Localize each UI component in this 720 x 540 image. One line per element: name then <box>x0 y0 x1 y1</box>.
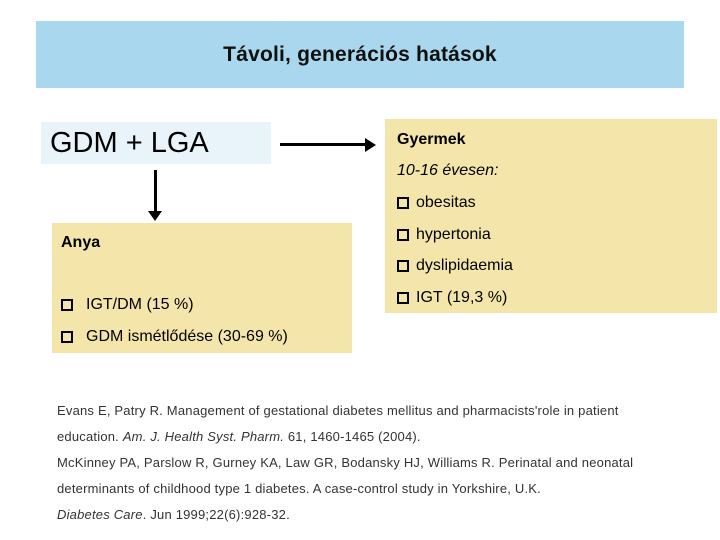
reference-line: determinants of childhood type 1 diabete… <box>57 481 541 496</box>
reference-line: Evans E, Patry R. Management of gestatio… <box>57 403 619 418</box>
checkbox-icon <box>61 299 73 311</box>
checkbox-icon <box>397 292 409 304</box>
reference-line: McKinney PA, Parslow R, Gurney KA, Law G… <box>57 455 634 470</box>
list-item-label: dyslipidaemia <box>416 257 513 274</box>
checkbox-icon <box>397 197 409 209</box>
references: Evans E, Patry R. Management of gestatio… <box>57 398 697 528</box>
title-bar: Távoli, generációs hatások <box>36 21 684 88</box>
checkbox-icon <box>61 331 73 343</box>
arrow-right-icon <box>280 143 366 146</box>
arrow-down-icon <box>148 211 162 221</box>
list-item: IGT/DM (15 %) <box>61 296 194 314</box>
list-item: GDM ismétlődése (30-69 %) <box>61 328 288 346</box>
list-item-label: GDM ismétlődése (30-69 %) <box>86 328 288 345</box>
reference-line: Diabetes Care. Jun 1999;22(6):928-32. <box>57 507 290 522</box>
list-item-label: IGT/DM (15 %) <box>86 296 194 313</box>
child-panel: Gyermek 10-16 évesen: obesitas hypertoni… <box>385 119 717 313</box>
arrow-down-icon <box>154 170 157 212</box>
list-item-label: hypertonia <box>416 226 491 243</box>
reference-line: education. Am. J. Health Syst. Pharm. 61… <box>57 429 421 444</box>
checkbox-icon <box>397 260 409 272</box>
child-panel-heading: Gyermek <box>397 131 466 148</box>
list-item-label: IGT (19,3 %) <box>416 289 508 306</box>
list-item: obesitas <box>397 194 476 212</box>
list-item: dyslipidaemia <box>397 257 513 275</box>
child-panel-subheading: 10-16 évesen: <box>397 162 499 179</box>
page-title: Távoli, generációs hatások <box>223 42 497 66</box>
list-item: hypertonia <box>397 226 491 244</box>
mother-panel: Anya IGT/DM (15 %) GDM ismétlődése (30-6… <box>52 223 352 353</box>
mother-panel-heading: Anya <box>61 234 101 251</box>
arrow-right-icon <box>365 138 376 152</box>
source-box-label: GDM + LGA <box>50 126 209 159</box>
list-item: IGT (19,3 %) <box>397 289 507 307</box>
source-box-gdm-lga: GDM + LGA <box>41 122 271 164</box>
list-item-label: obesitas <box>416 194 476 211</box>
checkbox-icon <box>397 229 409 241</box>
